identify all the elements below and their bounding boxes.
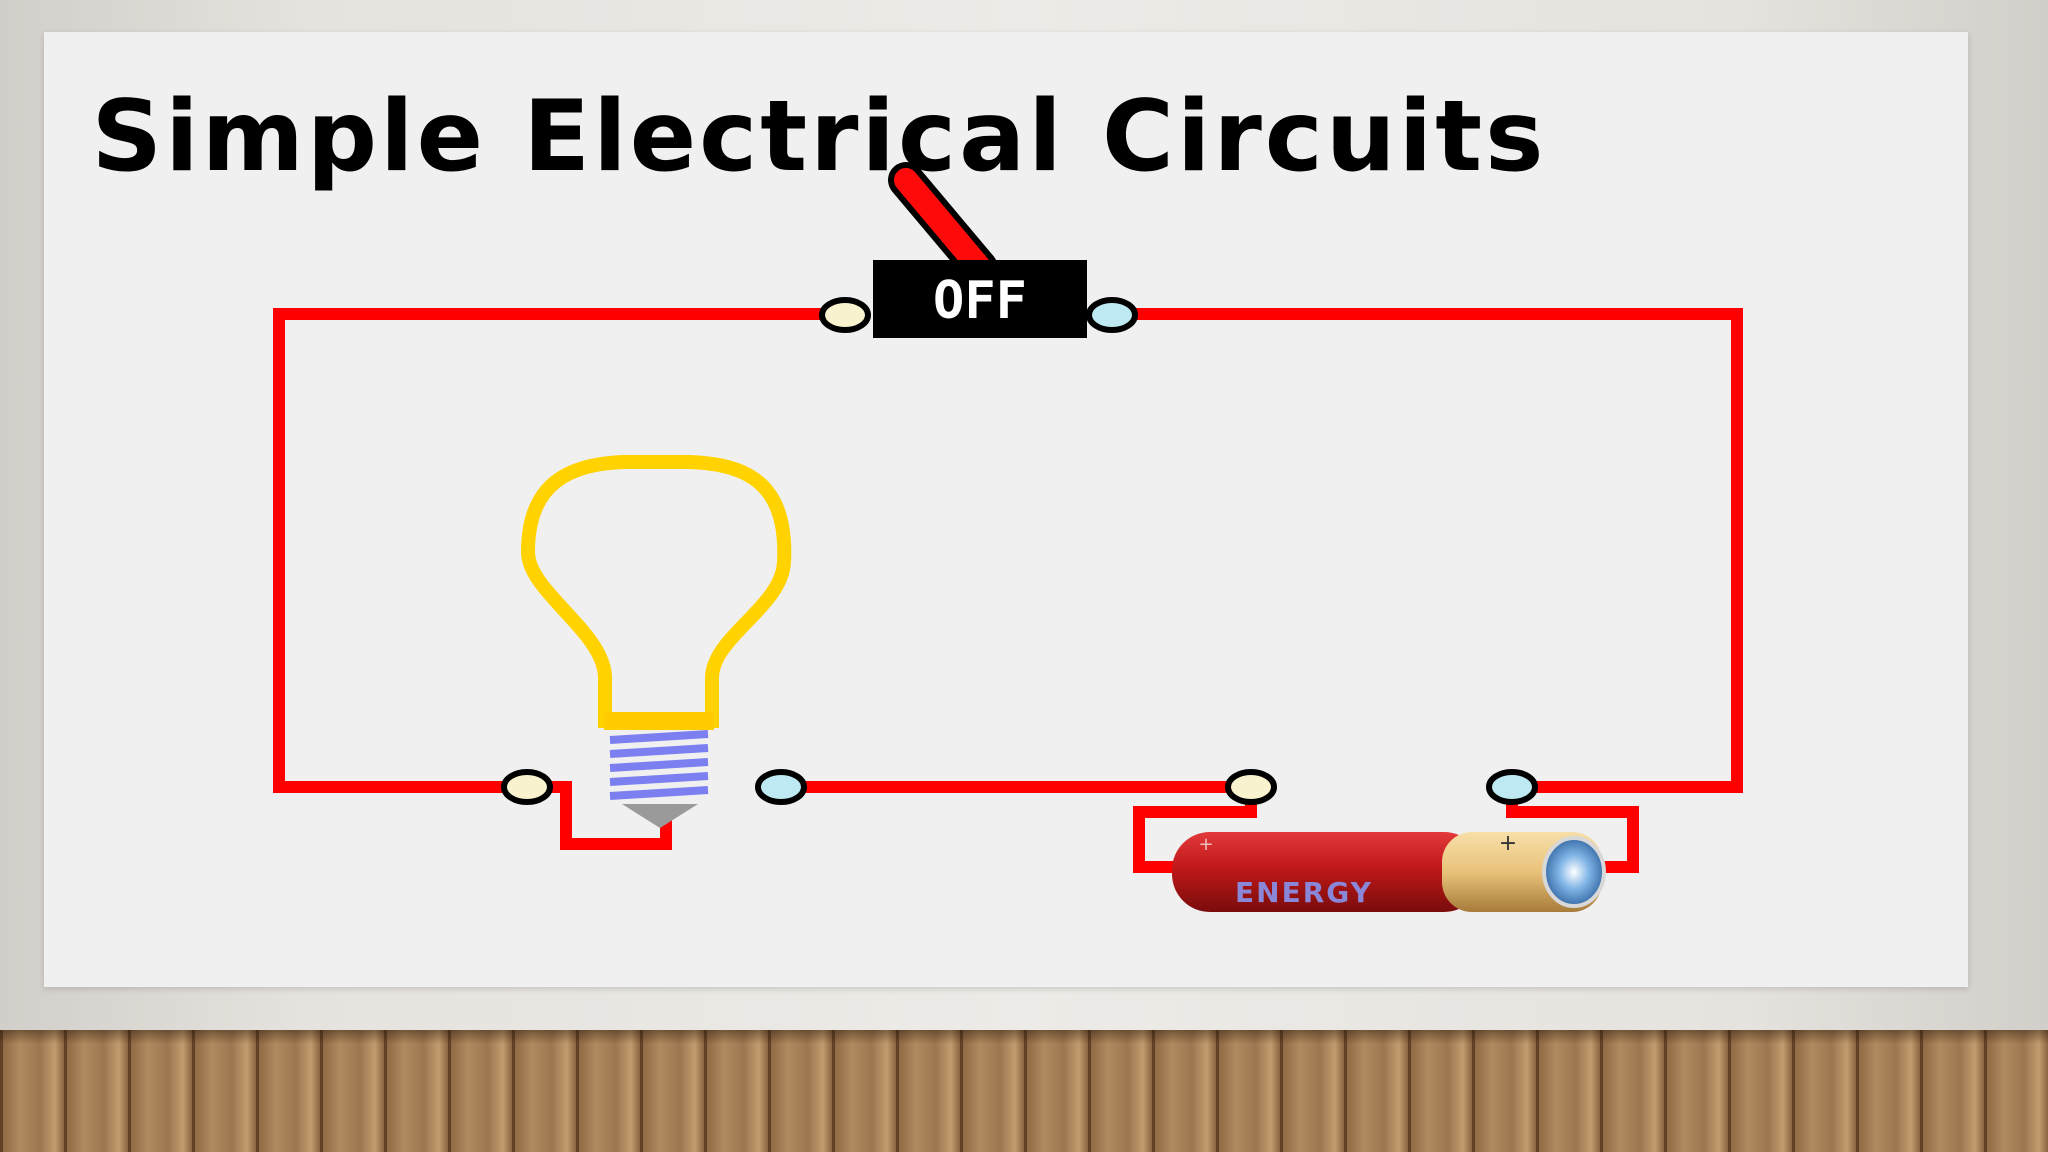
bulb-terminal-left: [501, 769, 553, 805]
circuit-diagram: OFF: [273, 162, 1743, 912]
battery-label: ENERGY: [1235, 876, 1373, 909]
light-bulb-icon[interactable]: [501, 455, 807, 828]
battery-body: [1172, 832, 1482, 912]
battery-minus-mark: +: [1198, 834, 1213, 855]
battery-terminal-positive: [1486, 769, 1538, 805]
wire-top-left: [273, 308, 856, 793]
wire-bulb-loop: [530, 781, 672, 850]
switch-terminal-right: [1086, 297, 1138, 333]
slide-title: Simple Electrical Circuits: [91, 80, 1547, 194]
wire-top-right: [1106, 308, 1743, 793]
bulb-collar: [604, 712, 714, 730]
switch-state-label: OFF: [933, 271, 1027, 331]
bulb-terminal-right: [755, 769, 807, 805]
circuit-wires: [273, 308, 1743, 873]
wood-floor: [0, 1030, 2048, 1152]
battery-terminal-negative: [1225, 769, 1277, 805]
switch-lever-fill: [894, 168, 992, 280]
wire-battery-right: [1506, 801, 1639, 873]
battery-plus-mark: +: [1499, 831, 1517, 856]
bulb-screw-base: [609, 730, 709, 800]
switch-body: [873, 260, 1087, 338]
slide: Simple Electrical Circuits OFF: [44, 32, 1968, 987]
switch-terminal-left: [819, 297, 871, 333]
bulb-contact-tip: [622, 804, 698, 828]
battery-nub: [1542, 836, 1606, 908]
battery-icon[interactable]: ENERGY + +: [1172, 769, 1606, 912]
switch-icon[interactable]: OFF: [819, 162, 1138, 338]
wire-battery-left: [1133, 801, 1257, 873]
bulb-glass: [521, 455, 792, 728]
